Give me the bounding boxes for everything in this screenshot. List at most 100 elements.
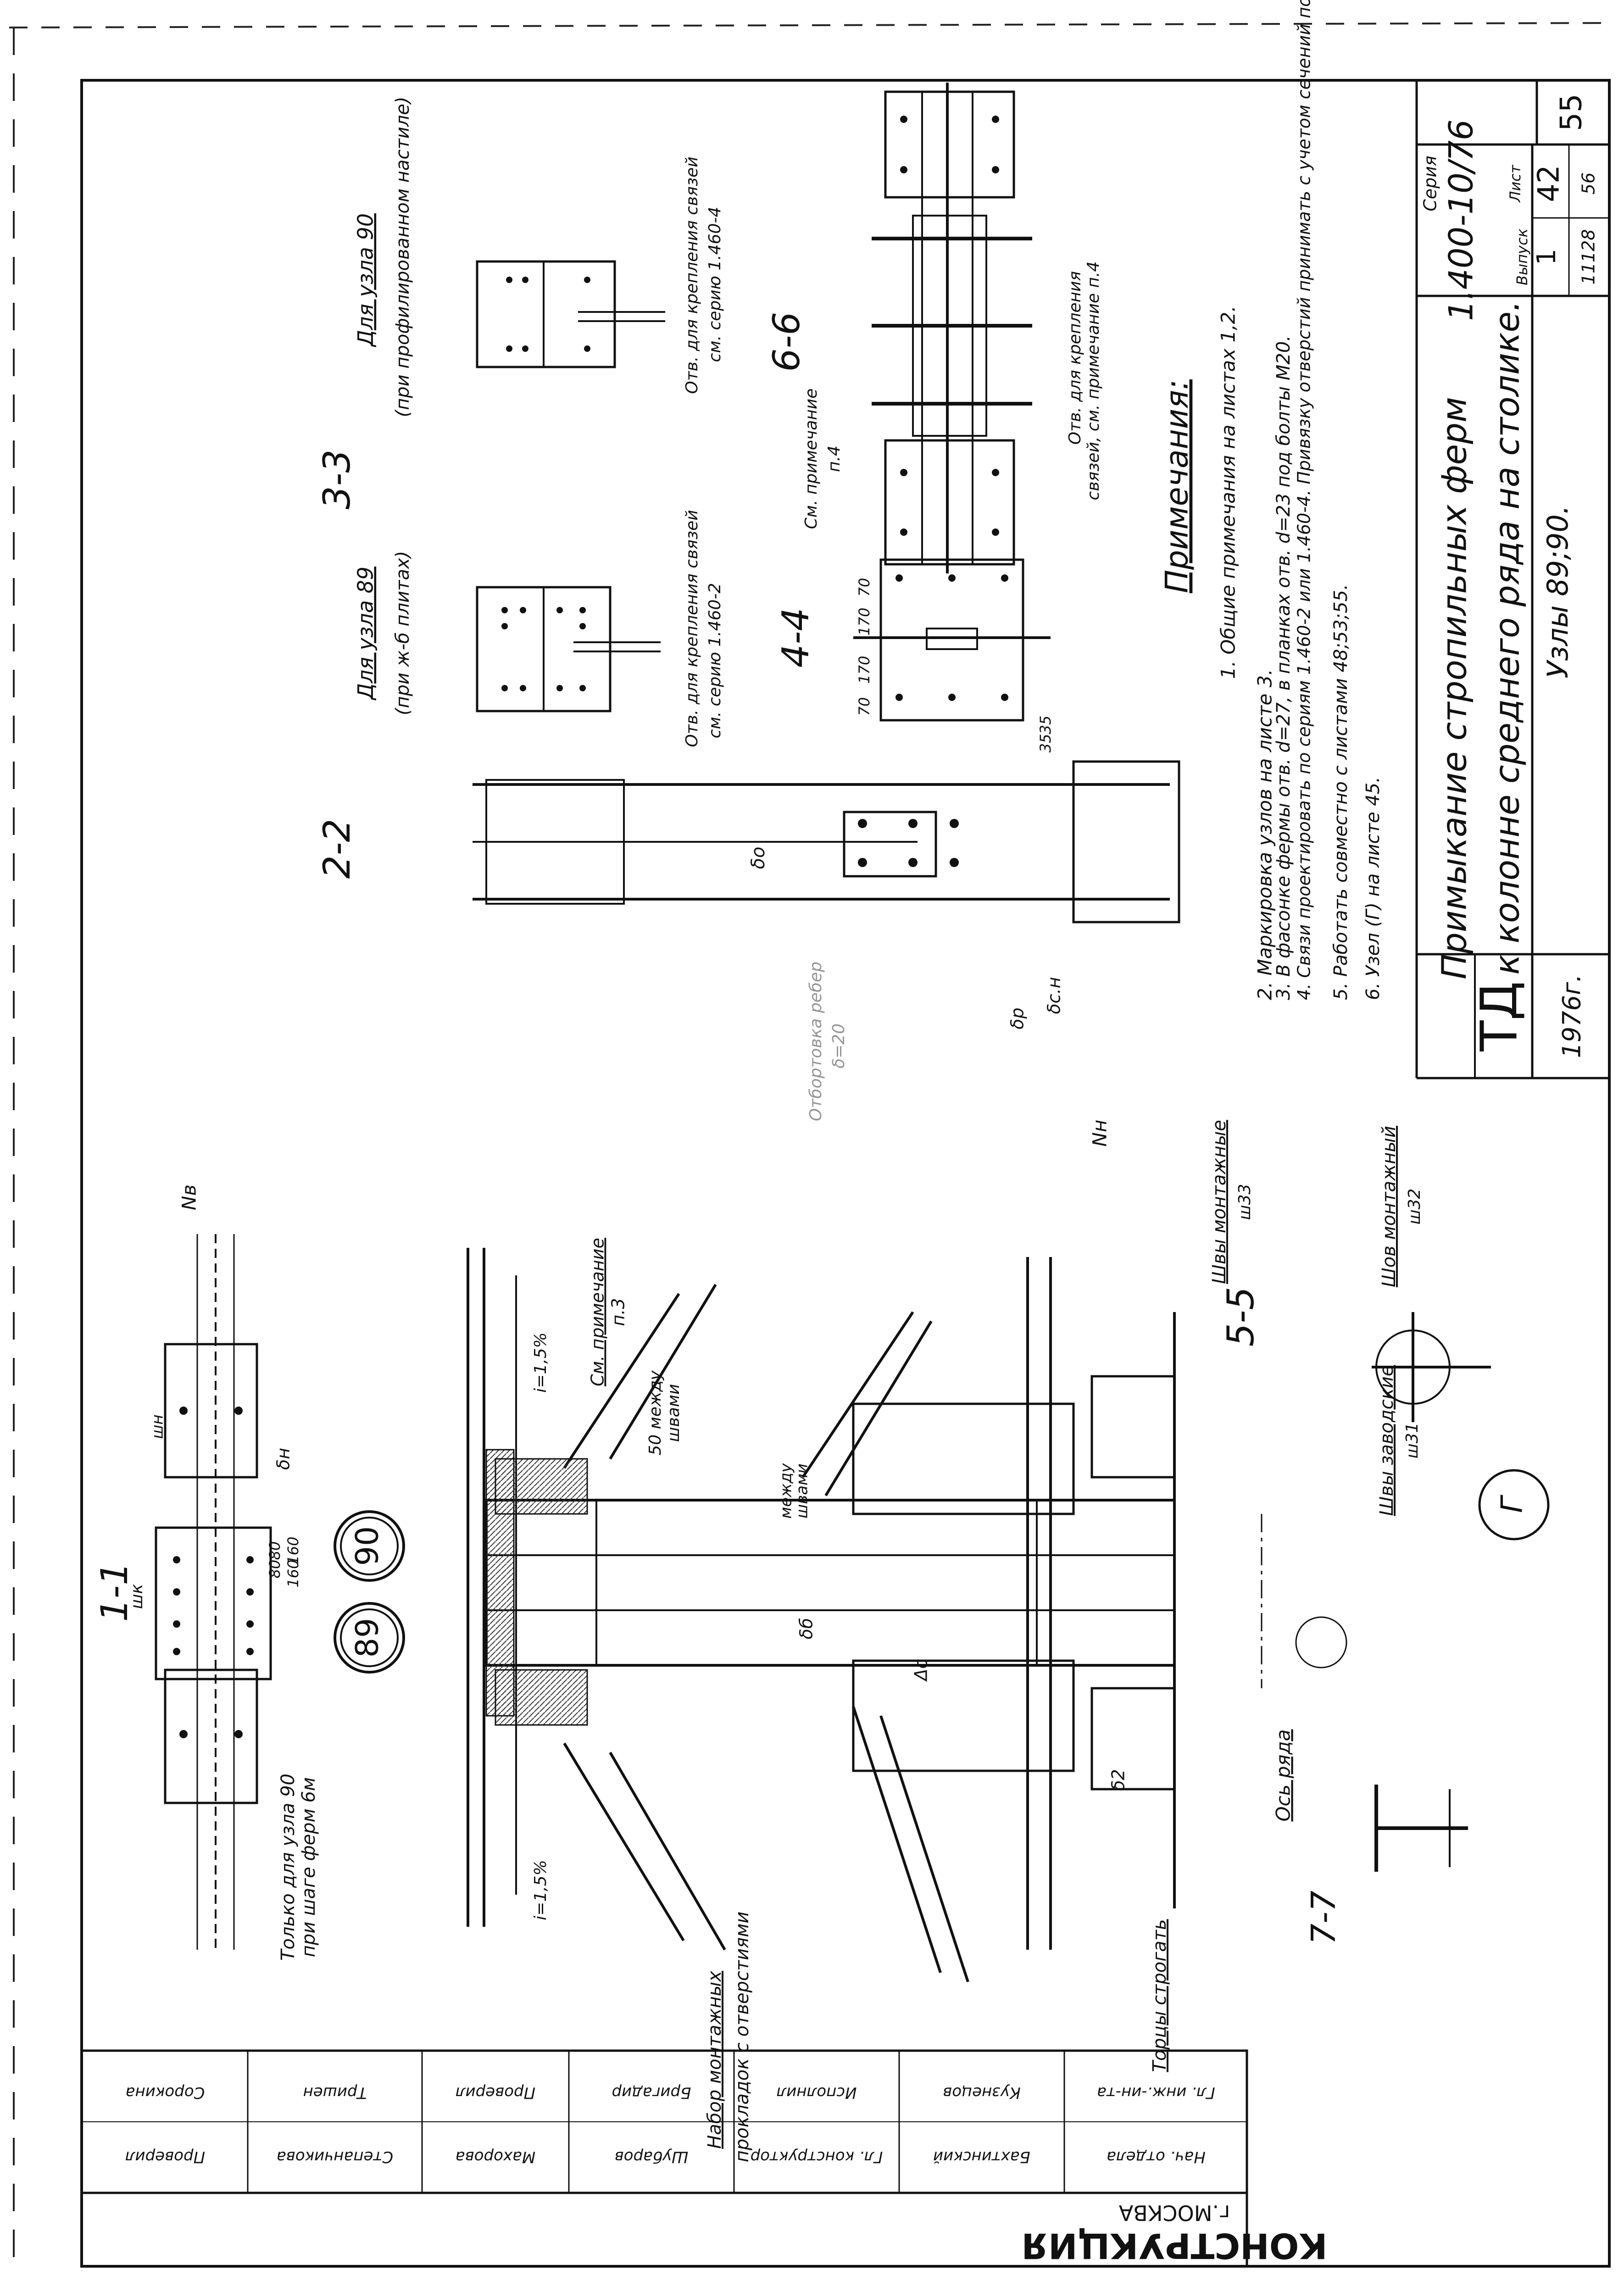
- for-node-89: Для узла 89: [353, 567, 378, 701]
- holes-460-2-a: Отв. для крепления связей: [683, 510, 701, 747]
- holes-460-4-b: см. серию 1.460-4: [706, 207, 724, 362]
- note-5: 5. Работать совместно с листами 48;53;55…: [1330, 584, 1351, 1000]
- a-c: Δс: [911, 1659, 931, 1682]
- dim-35-b: 35: [1037, 734, 1054, 753]
- see-note4-b: п.4: [825, 445, 844, 472]
- stamp-name-3: Тришен: [303, 2084, 367, 2102]
- stamp-city: г.МОСКВА: [1118, 2201, 1230, 2225]
- main-elevation: 89 90 1-1 5-5 7-7 Г Только для узла 90 п…: [93, 1120, 1550, 2163]
- delta-sn: δс.н: [1044, 977, 1064, 1014]
- org-code: ТД: [1469, 981, 1528, 1051]
- ribs-a: Отбортовка ребер: [806, 962, 825, 1121]
- section-4-4-title: 4-4: [774, 608, 817, 668]
- delta-n: δн: [273, 1448, 294, 1470]
- stamp-name-5: Степанчикова: [277, 2148, 393, 2166]
- title-line-1: Примыкание стропильных ферм: [1435, 397, 1474, 979]
- slope-2: i=1,5%: [531, 1860, 550, 1920]
- weld-mount-single: Шов монтажный: [1379, 1126, 1400, 1287]
- stamp-role-1: Нач. отдела: [1107, 2148, 1206, 2166]
- node-89-label: 89: [350, 1618, 386, 1658]
- holes-460-2-b: см. серию 1.460-2: [706, 583, 724, 739]
- dim-4-4-c: 170: [856, 656, 873, 684]
- stamp: КОНСТРУКЦИЯ г.МОСКВА Гл. инж.-ин-та Кузн…: [80, 2049, 1328, 2268]
- year: 1976г.: [1557, 974, 1586, 1058]
- delta-o: δо: [748, 847, 769, 869]
- see-note3-a: См. примечание: [588, 1238, 608, 1386]
- welds-factory: Швы заводские: [1376, 1365, 1397, 1516]
- title-line-2: к колонне среднего ряда на столике.: [1488, 300, 1527, 975]
- pads-a: Набор монтажных: [704, 1971, 725, 2149]
- holes-460-4-a: Отв. для крепления связей: [683, 156, 701, 394]
- shn-label: шн: [149, 1414, 167, 1439]
- issue-label: Выпуск: [1513, 228, 1531, 285]
- notes-heading: Примечания:: [1159, 379, 1196, 593]
- only-node90-b: при шаге ферм 6м: [298, 1777, 319, 1957]
- slope-1: i=1,5%: [531, 1332, 550, 1393]
- between-welds-a: 50 между: [646, 1370, 665, 1456]
- dim-1-1-b: 80: [266, 1560, 284, 1579]
- delta-b: δб: [796, 1618, 817, 1640]
- section-5-5-title: 5-5: [1219, 1287, 1262, 1347]
- title-block: ТД 1976г. Примыкание стропильных ферм к …: [1415, 80, 1609, 1079]
- note-3: 3. В фасонке фермы отв. d=27, в планках …: [1273, 335, 1294, 1000]
- holes-note4-a: Отв. для крепления: [1066, 271, 1085, 445]
- note-4: 4. Связи проектировать по сериям 1.460-2…: [1294, 0, 1314, 1000]
- stamp-name-1: Бахтинский: [933, 2148, 1030, 2166]
- inventory-number: 11128: [1579, 229, 1599, 285]
- section-4-4: 4-4 70 170 170 70 35 35 См. примечание п…: [774, 389, 1054, 753]
- section-6-6: 6-6 Отв. для крепления связей, см. приме…: [765, 83, 1103, 573]
- delta-p: δр: [1007, 1007, 1028, 1029]
- corner-page-number: 56: [1579, 172, 1599, 195]
- section-2-2: 2-2 δс.н δр δо Отбортовка ребер δ=20: [316, 760, 1180, 1121]
- ends-planed: Торцы строгать: [1149, 1919, 1170, 2072]
- stamp-role-0: Гл. инж.-ин-та: [1097, 2084, 1215, 2102]
- section-3-3-title: 3-3: [316, 450, 358, 510]
- stamp-role-4: Бригадир: [612, 2084, 691, 2102]
- node-90-bubble: [334, 1510, 405, 1582]
- stamp-name-6: Сорокина: [126, 2084, 205, 2102]
- see-note3-b: п.3: [608, 1298, 628, 1326]
- page-number-box: 55: [1535, 79, 1611, 146]
- between-welds-c: между: [777, 1463, 795, 1519]
- stamp-name-4: Махорова: [456, 2148, 535, 2166]
- node-g-bubble: [1478, 1469, 1550, 1541]
- node-90-label: 90: [350, 1526, 386, 1566]
- pads-b: прокладок с отверстиями: [732, 1912, 753, 2163]
- stamp-name-0: Кузнецов: [943, 2084, 1020, 2102]
- dim-1-1-c: 160: [284, 1536, 302, 1564]
- n-v: Nв: [178, 1185, 200, 1210]
- series-value: 1.400-10/76: [1442, 119, 1480, 321]
- note-6: 6. Узел (Г) на листе 45.: [1363, 777, 1384, 1000]
- dim-4-4-a: 70: [856, 578, 873, 597]
- sheet-value: 42: [1532, 165, 1566, 202]
- axis-row: Ось ряда: [1272, 1730, 1295, 1822]
- stamp-role-5: Исполнил: [777, 2084, 857, 2102]
- dim-1-1-d: 160: [284, 1559, 302, 1587]
- section-2-2-title: 2-2: [316, 819, 358, 879]
- only-node90-a: Только для узла 90: [278, 1774, 299, 1961]
- section-7-7-title: 7-7: [1304, 1891, 1343, 1945]
- stamp-role-3: Проверил: [456, 2084, 535, 2102]
- welds-mount: Швы монтажные: [1209, 1120, 1230, 1284]
- delta-2: δ2: [1108, 1769, 1129, 1791]
- note-2: 2. Маркировка узлов на листе 3.: [1254, 669, 1276, 1000]
- notes-block: Примечания: 1. Общие примечания на листа…: [1159, 0, 1384, 1000]
- for-node-89-sub: (при ж-б плитах): [392, 551, 413, 716]
- shz3: ш33: [1235, 1184, 1254, 1220]
- stamp-role-6: Проверил: [125, 2148, 205, 2166]
- node-g-label: Г: [1496, 1495, 1529, 1513]
- between-welds-d: швами: [793, 1463, 812, 1518]
- ribs-b: δ=20: [829, 1023, 848, 1068]
- series-label: Серия: [1420, 156, 1440, 211]
- stamp-org-title: КОНСТРУКЦИЯ: [1021, 2225, 1327, 2266]
- section-3-3: 3-3 Для узла 89 (при ж-б плитах) Для узл…: [316, 97, 724, 747]
- for-node-90-sub: (при профилированном настиле): [392, 97, 413, 417]
- dim-1-1-a: 80: [266, 1541, 284, 1560]
- stamp-name-2: Шубаров: [615, 2148, 689, 2166]
- section-1-1-title: 1-1: [93, 1562, 136, 1622]
- page-number: 55: [1555, 94, 1589, 131]
- shk-label: шк: [128, 1584, 146, 1609]
- n-n: Nн: [1089, 1120, 1111, 1147]
- note-1: 1. Общие примечания на листах 1,2.: [1217, 306, 1240, 679]
